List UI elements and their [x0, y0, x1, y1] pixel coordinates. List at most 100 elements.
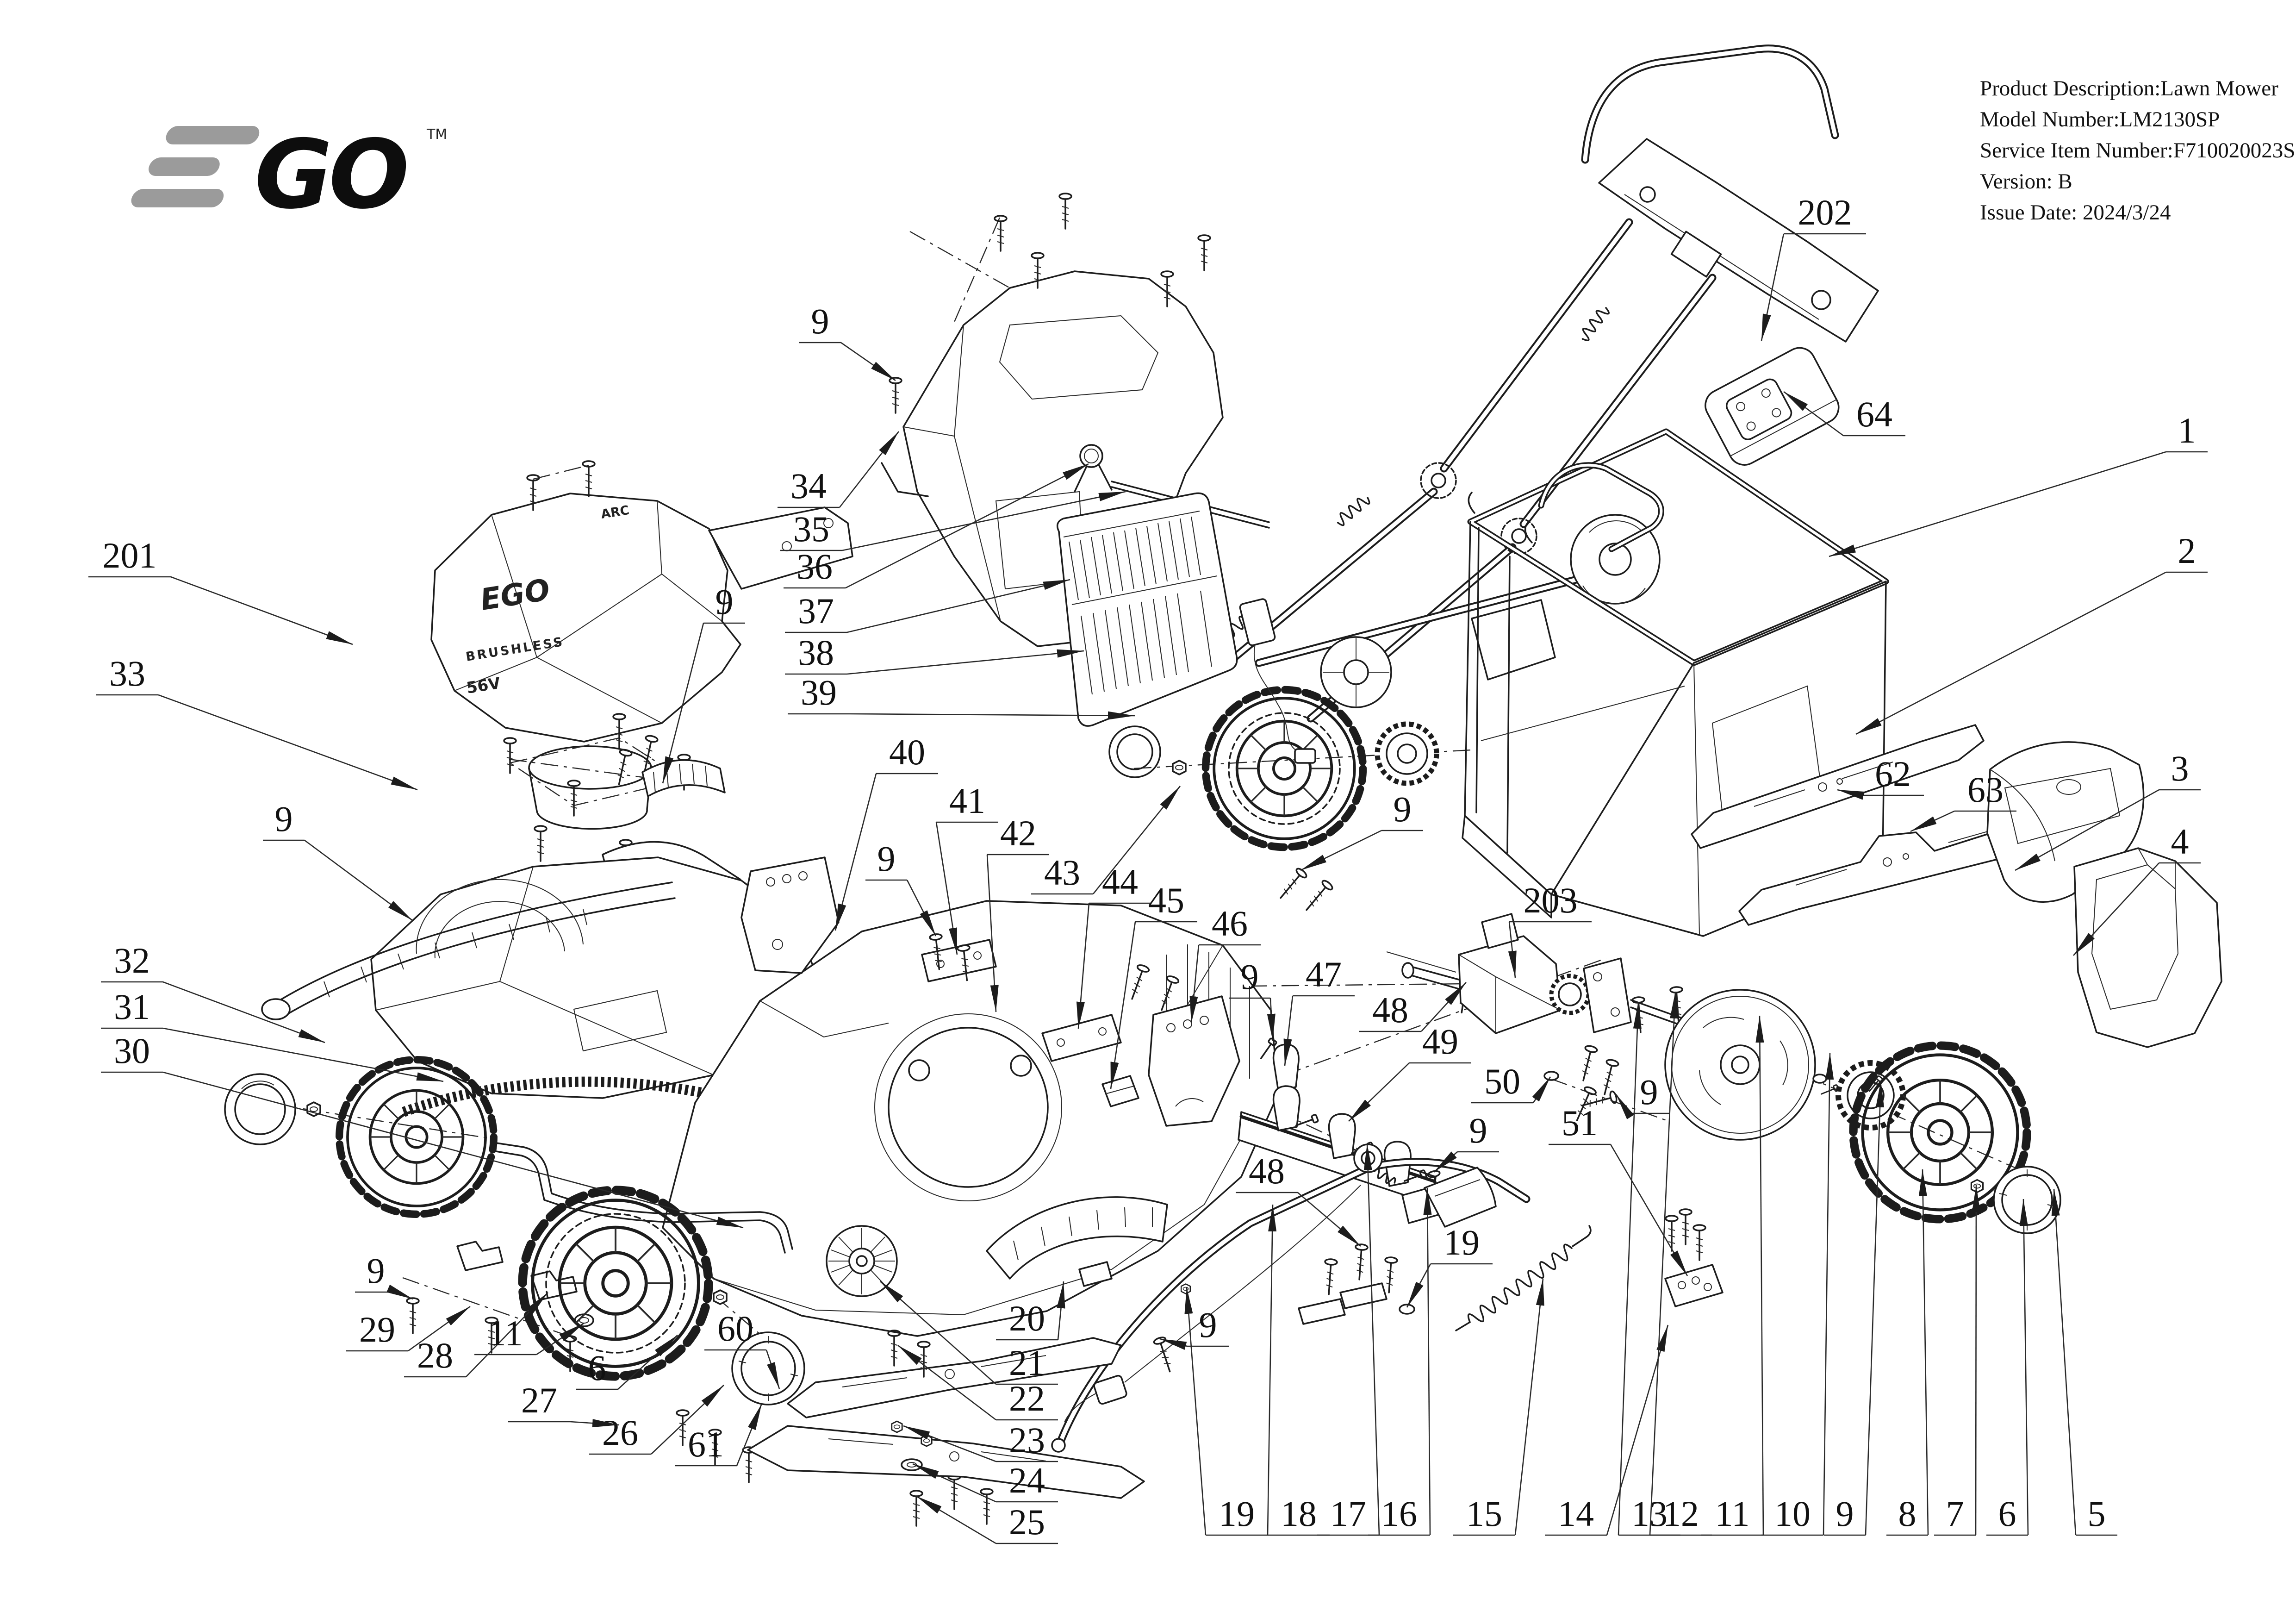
ego-logo: GO TM [116, 120, 467, 230]
part-callout-62: 62 [1837, 754, 1924, 800]
part-number-label: 3 [2171, 748, 2189, 788]
callout-leader-line [1057, 1281, 1065, 1340]
part-callout-46: 46 [1189, 903, 1261, 1024]
callout-leader-line [1618, 1001, 1642, 1536]
part-callout-9: 9 [355, 1250, 413, 1300]
part-callout-34: 34 [778, 431, 900, 508]
part-callout-48: 48 [1236, 1151, 1361, 1247]
part-number-label: 36 [796, 546, 833, 587]
callout-leader-line [1423, 1187, 1432, 1536]
part-callout-21: 21 [880, 1281, 1058, 1385]
part-number-label: 26 [602, 1412, 638, 1453]
part-number-label: 11 [1715, 1493, 1749, 1534]
part-number-label: 31 [114, 987, 150, 1027]
part-callout-9: 9 [1229, 956, 1276, 1041]
callout-leader-line [170, 576, 353, 645]
callout-leader-line [162, 1027, 444, 1082]
callout-leader-line [1855, 571, 2166, 735]
part-callout-9: 9 [799, 301, 896, 381]
part-callout-42: 42 [986, 813, 1049, 1012]
part-callout-28: 28 [404, 1292, 548, 1378]
part-callout-24: 24 [912, 1460, 1058, 1503]
part-callout-23: 23 [903, 1420, 1058, 1462]
callout-leader-line [880, 1281, 996, 1385]
rear-axle-drawing [1386, 913, 2061, 1234]
part-callout-6: 6 [1986, 1199, 2029, 1536]
part-callout-11: 11 [474, 1313, 585, 1355]
callout-leader-line [162, 981, 325, 1043]
part-callout-20: 20 [996, 1281, 1065, 1341]
callout-leader-line [1267, 998, 1276, 1041]
part-number-label: 4 [2171, 821, 2189, 862]
part-callout-13: 13 [1618, 1001, 1680, 1536]
part-callout-5: 5 [2051, 1188, 2117, 1536]
mulch-plug-drawing [2073, 847, 2222, 1048]
part-callout-9: 9 [1824, 1080, 1885, 1536]
callout-leader-line [158, 694, 418, 791]
callout-leader-line [1110, 921, 1136, 1089]
part-number-label: 17 [1330, 1493, 1366, 1534]
callout-leader-line [1532, 1076, 1551, 1103]
callout-leader-line [1297, 1192, 1361, 1247]
part-number-label: 201 [103, 535, 157, 575]
part-callout-203: 203 [1508, 880, 1592, 978]
part-number-label: 29 [359, 1309, 395, 1349]
part-callout-29: 29 [346, 1305, 471, 1352]
logo-tm-text: TM [426, 126, 447, 143]
callout-leader-line [1761, 233, 1785, 341]
part-number-label: 63 [1967, 769, 2004, 810]
callout-leader-line [839, 431, 900, 508]
part-callout-25: 25 [916, 1495, 1058, 1544]
part-number-label: 12 [1663, 1493, 1699, 1534]
part-number-label: 9 [275, 799, 293, 839]
callout-leader-line [386, 1284, 413, 1300]
part-number-label: 21 [1009, 1343, 1045, 1383]
part-callout-33: 33 [96, 653, 418, 791]
callout-leader-line [662, 623, 704, 784]
part-callout-9: 9 [263, 799, 413, 921]
part-callout-32: 32 [101, 940, 325, 1043]
callout-leader-line [1159, 1338, 1188, 1350]
part-number-label: 32 [114, 940, 150, 981]
part-number-label: 11 [488, 1313, 523, 1353]
part-callout-22: 22 [897, 1344, 1058, 1421]
callout-leader-line [834, 773, 877, 931]
part-number-label: 27 [521, 1380, 557, 1420]
part-number-label: 62 [1875, 754, 1911, 794]
front-left-wheel-drawing [224, 1060, 793, 1372]
part-callout-12: 12 [1649, 991, 1712, 1536]
part-callout-40: 40 [834, 732, 938, 931]
callout-leader-line [1421, 982, 1467, 1032]
part-number-label: 9 [1241, 956, 1259, 997]
part-callout-9: 9 [662, 581, 745, 784]
part-number-label: 9 [716, 581, 734, 622]
service-item-number-line: Service Item Number:F710020023S01 [1980, 138, 2296, 162]
callout-leader-line [466, 1292, 548, 1377]
part-number-label: 9 [1394, 789, 1412, 829]
part-callout-63: 63 [1910, 769, 2016, 832]
part-callout-8: 8 [1886, 1169, 1929, 1536]
ego-logo-e-bars [131, 126, 260, 207]
callout-leader-line [1189, 944, 1200, 1024]
callout-leader-line [570, 1419, 620, 1428]
part-number-label: 9 [1836, 1493, 1854, 1534]
part-callout-45: 45 [1110, 880, 1197, 1089]
part-number-label: 22 [1009, 1378, 1045, 1418]
callout-leader-line [1649, 991, 1679, 1536]
part-number-label: 202 [1798, 192, 1852, 232]
part-callout-27: 27 [508, 1380, 620, 1428]
part-number-label: 42 [1000, 813, 1036, 853]
part-number-label: 38 [798, 632, 834, 673]
part-number-label: 24 [1009, 1460, 1045, 1500]
part-number-label: 47 [1306, 954, 1342, 994]
callout-leader-line [1910, 810, 1955, 832]
blade-62-drawing [1691, 724, 1985, 849]
part-callout-4: 4 [2073, 821, 2201, 956]
part-callout-39: 39 [788, 672, 1135, 720]
part-callout-49: 49 [1348, 1021, 1471, 1122]
part-callout-35: 35 [780, 491, 1126, 551]
callout-leader-line [897, 1344, 996, 1421]
